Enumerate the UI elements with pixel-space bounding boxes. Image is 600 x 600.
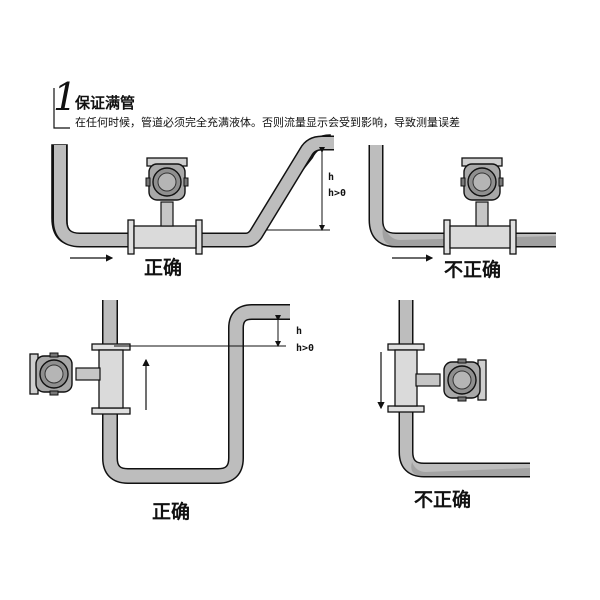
flow-meter [29, 343, 131, 415]
meter-body [394, 349, 418, 407]
meter-body [133, 225, 197, 249]
meter-stem [160, 201, 174, 227]
diagram-bottom-left-correct: h h>0 正确 [29, 300, 314, 523]
flow-meter [387, 343, 487, 413]
meter-stem [475, 201, 489, 227]
transmitter-head [460, 157, 504, 201]
flow-meter [443, 157, 517, 255]
flange-right [195, 219, 203, 255]
status-label: 正确 [152, 500, 190, 523]
status-label: 正确 [144, 256, 182, 279]
status-label: 不正确 [444, 258, 501, 281]
section-header: 1 保证满管 在任何时候，管道必须完全充满液体。否则流量显示会受到影响，导致测量… [53, 75, 460, 129]
meter-stem [415, 373, 441, 387]
flange-right [509, 219, 517, 255]
flow-meter [127, 157, 203, 255]
pipe [400, 300, 530, 476]
transmitter-head [29, 352, 73, 396]
diagram-top-right-incorrect: 不正确 [368, 145, 556, 281]
diagram-bottom-right-incorrect: 不正确 [377, 300, 530, 511]
meter-stem [75, 367, 101, 381]
h-condition-label: h>0 [296, 343, 314, 354]
partial-fill [411, 462, 530, 476]
section-number: 1 [53, 75, 77, 119]
h-label: h [296, 326, 302, 337]
transmitter-head [145, 157, 189, 201]
pipe [103, 300, 290, 483]
h-condition-label: h>0 [328, 188, 346, 199]
flange-top [91, 343, 131, 351]
transmitter-head [443, 358, 487, 402]
diagram-top-left-correct: h h>0 正确 [51, 134, 346, 279]
flange-top [387, 343, 425, 351]
flange-left [443, 219, 451, 255]
pipe-outline [102, 300, 290, 484]
meter-body [449, 225, 511, 249]
section-title: 保证满管 [74, 94, 135, 112]
status-label: 不正确 [414, 488, 471, 511]
h-label: h [328, 172, 334, 183]
flange-bottom [91, 407, 131, 415]
header-bracket [53, 88, 70, 129]
flange-left [127, 219, 135, 255]
meter-body [98, 349, 124, 409]
section-description: 在任何时候，管道必须完全充满液体。否则流量显示会受到影响，导致测量误差 [75, 115, 460, 129]
flange-bottom [387, 405, 425, 413]
